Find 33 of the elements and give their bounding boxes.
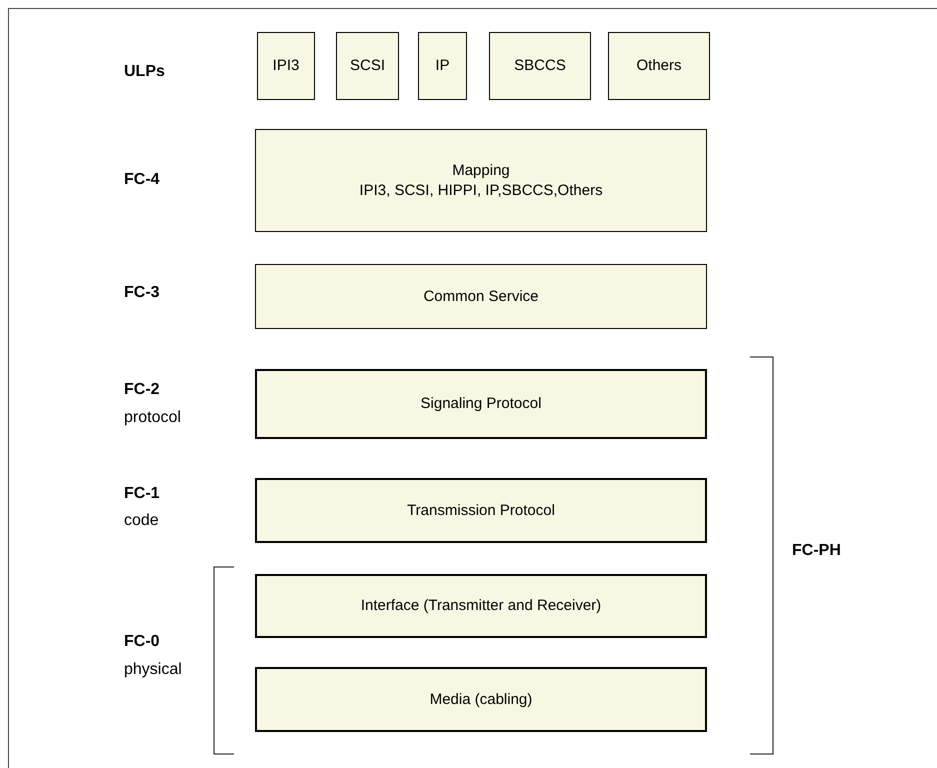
box-text: IPI3, SCSI, HIPPI, IP,SBCCS,Others bbox=[359, 180, 603, 200]
layer-name: FC-PH bbox=[792, 541, 841, 561]
layer-name: FC-0 bbox=[124, 632, 160, 652]
layer-name: FC-4 bbox=[124, 170, 160, 190]
layer-box bbox=[255, 667, 707, 732]
layer-name: FC-1 bbox=[124, 484, 160, 504]
box-text: Signaling Protocol bbox=[420, 394, 542, 414]
layer-box bbox=[608, 32, 710, 100]
box-text: IP bbox=[435, 56, 450, 76]
box-text: Common Service bbox=[423, 286, 539, 306]
box-text: SCSI bbox=[350, 56, 385, 76]
layer-subtitle: physical bbox=[124, 660, 182, 680]
layer-name: ULPs bbox=[124, 62, 165, 82]
layer-name: FC-3 bbox=[124, 283, 160, 303]
layer-box bbox=[418, 32, 467, 100]
layer-subtitle: protocol bbox=[124, 408, 181, 428]
box-text: Media (cabling) bbox=[430, 690, 532, 710]
layer-box bbox=[257, 32, 315, 100]
box-text: Interface (Transmitter and Receiver) bbox=[360, 596, 602, 616]
layer-box bbox=[255, 369, 707, 439]
box-text: IPI3 bbox=[272, 56, 300, 76]
layer-name: FC-2 bbox=[124, 380, 160, 400]
layer-box bbox=[489, 32, 591, 100]
layer-box bbox=[255, 129, 707, 232]
layer-box bbox=[336, 32, 399, 100]
layer-box bbox=[255, 574, 707, 638]
layer-subtitle: code bbox=[124, 511, 159, 531]
layer-box bbox=[255, 264, 707, 329]
box-text: Transmission Protocol bbox=[407, 500, 555, 520]
layer-box bbox=[255, 478, 707, 543]
box-text: SBCCS bbox=[514, 56, 566, 76]
box-text: Others bbox=[636, 56, 682, 76]
box-text: Mapping bbox=[452, 160, 510, 180]
